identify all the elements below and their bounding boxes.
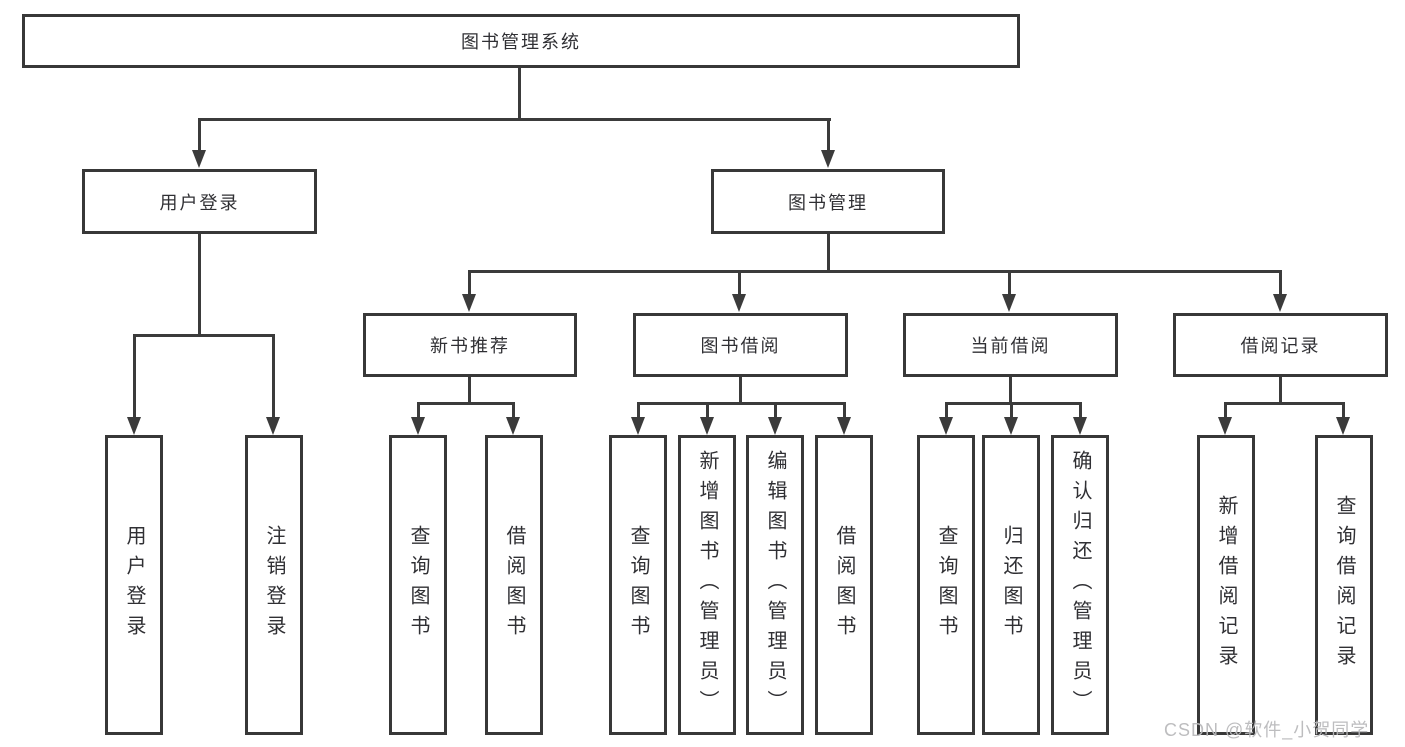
node-borrowing-records-label: 借阅记录	[1240, 336, 1321, 356]
leaf-borrow-add-books-admin-label: 新增图书（管理员）	[696, 450, 718, 720]
arrowhead-down-icon	[506, 417, 520, 435]
leaf-borrow-edit-books-admin-label: 编辑图书（管理员）	[764, 450, 786, 720]
arrowhead-down-icon	[1073, 417, 1087, 435]
leaf-records-query-borrow-record-label: 查询借阅记录	[1333, 495, 1355, 675]
connector-line-v	[637, 402, 640, 419]
connector-line-v	[198, 234, 201, 337]
connector-line-v	[1279, 377, 1282, 404]
connector-line-v	[1079, 402, 1082, 419]
connector-line-v	[512, 402, 515, 419]
connector-line-v	[468, 270, 471, 296]
node-current-borrowing-label: 当前借阅	[970, 336, 1051, 356]
leaf-recommend-query-books-label: 查询图书	[407, 525, 429, 645]
arrowhead-down-icon	[821, 150, 835, 168]
connector-line-v	[843, 402, 846, 419]
arrowhead-down-icon	[631, 417, 645, 435]
leaf-records-add-borrow-record: 新增借阅记录	[1197, 435, 1255, 735]
node-book-borrowing-label: 图书借阅	[700, 336, 781, 356]
watermark: CSDN @软件_小贺同学	[1164, 720, 1370, 740]
node-book-management: 图书管理	[711, 169, 945, 234]
connector-line-h	[198, 118, 831, 121]
arrowhead-down-icon	[768, 417, 782, 435]
node-user-login: 用户登录	[82, 169, 317, 234]
leaf-current-query-books-label: 查询图书	[935, 525, 957, 645]
leaf-recommend-borrow-books: 借阅图书	[485, 435, 543, 735]
node-user-login-label: 用户登录	[159, 192, 240, 213]
connector-line-h	[417, 402, 515, 405]
arrowhead-down-icon	[1004, 417, 1018, 435]
node-book-borrowing: 图书借阅	[633, 313, 848, 377]
node-root-label: 图书管理系统	[461, 32, 581, 52]
arrowhead-down-icon	[266, 417, 280, 435]
connector-line-v	[827, 234, 830, 272]
connector-line-v	[739, 377, 742, 404]
connector-line-h	[1224, 402, 1345, 405]
connector-line-v	[827, 118, 830, 152]
leaf-recommend-query-books: 查询图书	[389, 435, 447, 735]
node-root: 图书管理系统	[22, 14, 1020, 68]
connector-line-v	[198, 118, 201, 152]
leaf-logout-label: 注销登录	[263, 525, 285, 645]
connector-line-v	[417, 402, 420, 419]
connector-line-v	[945, 402, 948, 419]
connector-line-h	[468, 270, 1282, 273]
connector-line-v	[1010, 402, 1013, 419]
connector-line-h	[133, 334, 275, 337]
node-new-book-recommendation: 新书推荐	[363, 313, 577, 377]
leaf-current-confirm-return-admin: 确认归还（管理员）	[1051, 435, 1109, 735]
connector-line-v	[1279, 270, 1282, 296]
leaf-borrow-borrow-books-label: 借阅图书	[833, 525, 855, 645]
leaf-user-login-label: 用户登录	[123, 525, 145, 645]
connector-line-v	[1008, 270, 1011, 296]
connector-line-v	[706, 402, 709, 419]
leaf-current-confirm-return-admin-label: 确认归还（管理员）	[1069, 450, 1091, 720]
connector-line-v	[1224, 402, 1227, 419]
arrowhead-down-icon	[411, 417, 425, 435]
arrowhead-down-icon	[700, 417, 714, 435]
leaf-current-return-books-label: 归还图书	[1000, 525, 1022, 645]
leaf-borrow-borrow-books: 借阅图书	[815, 435, 873, 735]
connector-line-h	[637, 402, 846, 405]
arrowhead-down-icon	[1336, 417, 1350, 435]
leaf-borrow-edit-books-admin: 编辑图书（管理员）	[746, 435, 804, 735]
connector-line-v	[468, 377, 471, 404]
node-new-book-recommendation-label: 新书推荐	[430, 336, 510, 356]
leaf-records-add-borrow-record-label: 新增借阅记录	[1215, 495, 1237, 675]
leaf-records-query-borrow-record: 查询借阅记录	[1315, 435, 1373, 735]
node-current-borrowing: 当前借阅	[903, 313, 1118, 377]
connector-line-v	[518, 68, 521, 120]
leaf-current-return-books: 归还图书	[982, 435, 1040, 735]
leaf-logout: 注销登录	[245, 435, 303, 735]
connector-line-v	[774, 402, 777, 419]
connector-line-v	[133, 334, 136, 419]
arrowhead-down-icon	[127, 417, 141, 435]
arrowhead-down-icon	[1002, 294, 1016, 312]
connector-line-v	[1009, 377, 1012, 404]
arrowhead-down-icon	[1218, 417, 1232, 435]
arrowhead-down-icon	[939, 417, 953, 435]
arrowhead-down-icon	[732, 294, 746, 312]
leaf-current-query-books: 查询图书	[917, 435, 975, 735]
arrowhead-down-icon	[837, 417, 851, 435]
arrowhead-down-icon	[192, 150, 206, 168]
connector-line-v	[1342, 402, 1345, 419]
leaf-borrow-query-books-label: 查询图书	[627, 525, 649, 645]
node-borrowing-records: 借阅记录	[1173, 313, 1388, 377]
connector-line-h	[945, 402, 1082, 405]
leaf-recommend-borrow-books-label: 借阅图书	[503, 525, 525, 645]
leaf-borrow-add-books-admin: 新增图书（管理员）	[678, 435, 736, 735]
connector-line-v	[272, 334, 275, 419]
connector-line-v	[738, 270, 741, 296]
node-book-management-label: 图书管理	[788, 192, 868, 213]
leaf-user-login: 用户登录	[105, 435, 163, 735]
arrowhead-down-icon	[1273, 294, 1287, 312]
leaf-borrow-query-books: 查询图书	[609, 435, 667, 735]
arrowhead-down-icon	[462, 294, 476, 312]
